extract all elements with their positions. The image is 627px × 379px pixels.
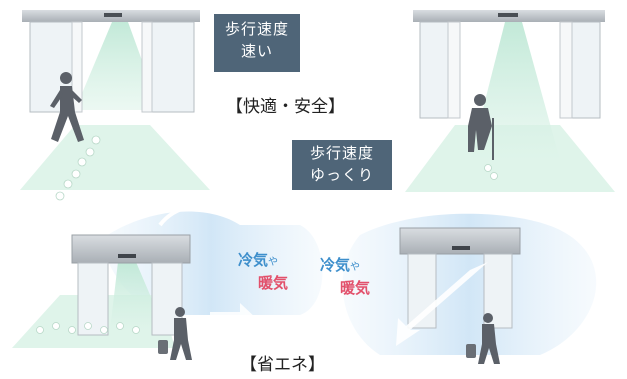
label-line-1: 歩行速度 [224, 20, 289, 38]
automatic-door-icon [71, 234, 191, 336]
warm-air-text: 暖気 [258, 274, 289, 292]
fast-walker-scene [20, 10, 210, 201]
energy-left-scene [12, 203, 323, 360]
footprints-icon [36, 322, 140, 334]
energy-saving-heading: 【省エネ】 [240, 355, 325, 375]
footprints-icon [484, 164, 498, 180]
airflow-arrow-icon [396, 262, 488, 346]
cold-air-text: 冷気 [238, 251, 269, 269]
airflow-arrow-icon [158, 203, 222, 227]
automatic-door-icon [413, 10, 605, 119]
sensor-cone [110, 262, 165, 330]
elderly-person-with-cane-icon [468, 94, 494, 160]
slow-walker-scene [405, 10, 615, 192]
footprints-icon [55, 135, 101, 201]
traveler-with-suitcase-icon [466, 313, 500, 364]
air-label-right: 冷気や 暖気 [320, 255, 370, 298]
label-line-2: ゆっくり [309, 166, 374, 184]
comfort-safety-heading: 【快適・安全】 [226, 97, 345, 117]
slow-walk-speed-label: 歩行速度 ゆっくり [292, 140, 392, 190]
warm-air-text: 暖気 [340, 279, 371, 297]
label-line-2: 速い [240, 42, 273, 60]
particle-text: や [350, 262, 361, 273]
air-label-left: 冷気や 暖気 [238, 250, 288, 293]
energy-right-scene [342, 213, 597, 364]
sensor-cone [75, 22, 160, 110]
airflow-arrow-icon [210, 303, 258, 337]
label-line-1: 歩行速度 [309, 144, 374, 162]
automatic-door-icon [22, 10, 200, 113]
particle-text: や [268, 257, 279, 268]
cold-air-text: 冷気 [320, 256, 351, 274]
walking-person-icon [50, 72, 84, 142]
traveler-with-suitcase-icon [158, 307, 192, 360]
floor-detection-zone [20, 125, 210, 190]
fast-walk-speed-label: 歩行速度 速い [214, 14, 300, 72]
